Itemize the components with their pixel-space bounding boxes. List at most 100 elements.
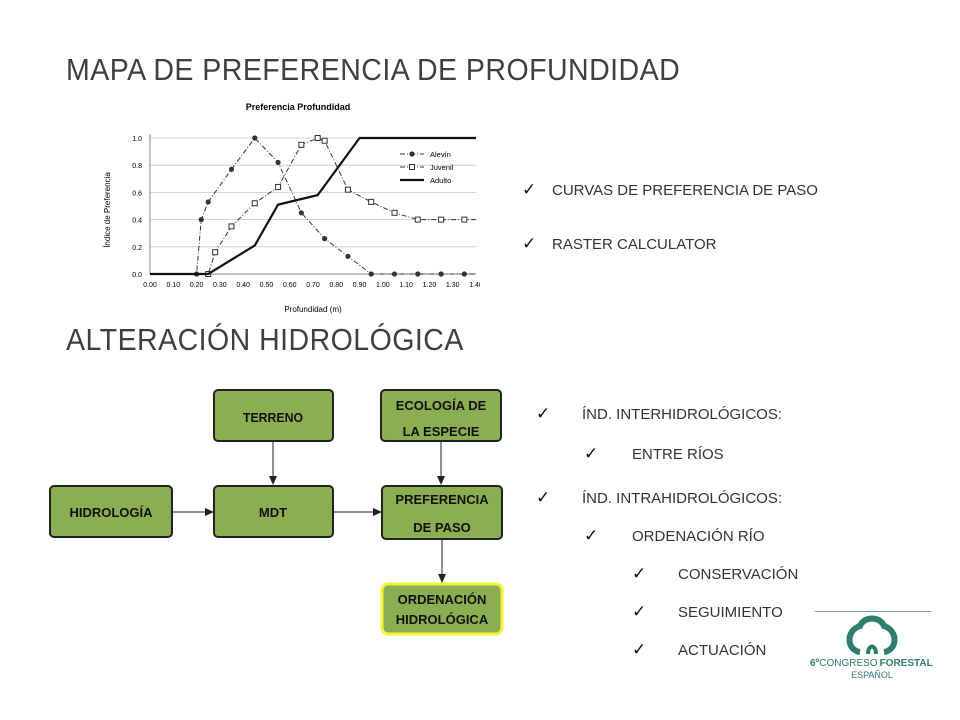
bullet-intrahidrologicos: ✓ ÍND. INTRAHIDROLÓGICOS: (536, 488, 782, 508)
legend-label: Juvenil (430, 163, 454, 172)
y-tick-label: 1.0 (132, 136, 142, 143)
bullet-text: SEGUIMIENTO (678, 603, 783, 621)
data-point-alevin (438, 271, 444, 277)
x-tick-label: 0.20 (190, 282, 204, 289)
x-axis-label: Profundidad (m) (284, 305, 342, 314)
logo-forestal: FORESTAL (880, 658, 933, 669)
bullet-ordenacion-rio: ✓ ORDENACIÓN RÍO (584, 526, 765, 546)
x-tick-label: 0.10 (166, 282, 180, 289)
data-point-alevin (391, 271, 398, 277)
data-point-juvenil (314, 135, 321, 141)
bullet-actuacion: ✓ ACTUACIÓN (632, 640, 766, 660)
depth-preference-chart: Preferencia Profundidad 0.00 0.10 0.20 0.30… (103, 102, 480, 314)
y-tick-label: 0.4 (132, 218, 142, 225)
data-point-alevin (345, 253, 351, 259)
node-ordenacion-hidrologica: ORDENACIÓN HIDROLÓGICA (380, 582, 504, 636)
data-point-juvenil (228, 223, 235, 230)
flowchart: TERRENO ECOLOGÍA DE LA ESPECIE HIDROLOGÍ… (49, 389, 504, 636)
node-ecologia-label-1: ECOLOGÍA DE (396, 398, 487, 413)
bullet-text: ÍND. INTERHIDROLÓGICOS: (582, 405, 783, 423)
node-preferencia-paso: PREFERENCIA DE PASO (381, 485, 503, 540)
data-point-juvenil (461, 216, 468, 223)
data-point-alevin (409, 151, 415, 157)
node-hidrologia-label: HIDROLOGÍA (69, 505, 153, 520)
data-point-alevin (461, 271, 467, 277)
y-axis-label: Índice de Preferencia (103, 172, 112, 248)
checkmark-icon: ✓ (632, 640, 647, 659)
bullet-entre-rios: ✓ ENTRE RÍOS (584, 444, 724, 464)
x-tick-label: 0.30 (213, 282, 227, 289)
checkmark-icon: ✓ (584, 444, 599, 463)
node-preferencia-label-2: DE PASO (413, 520, 471, 535)
x-tick-label: 1.40 (469, 282, 480, 289)
data-point-alevin (205, 199, 211, 205)
data-point-juvenil (438, 216, 445, 223)
bullet-seguimiento: ✓ SEGUIMIENTO (632, 602, 783, 622)
data-point-juvenil (414, 216, 421, 223)
y-tick-label: 0.8 (132, 163, 142, 170)
data-point-juvenil (368, 198, 375, 205)
node-terreno-label: TERRENO (243, 410, 303, 425)
x-tick-label: 1.30 (446, 282, 460, 289)
logo-congreso: CONGRESO (819, 658, 878, 669)
y-tick-label: 0.6 (132, 190, 142, 197)
chart-series (150, 135, 476, 277)
data-point-juvenil (298, 141, 305, 148)
data-point-juvenil (344, 186, 351, 193)
legend-label: Alevín (430, 150, 451, 159)
node-mdt-label: MDT (259, 505, 287, 520)
x-tick-label: 1.10 (399, 282, 413, 289)
x-tick-label: 0.80 (329, 282, 343, 289)
data-point-alevin (198, 217, 204, 223)
node-ordenacion-label-1: ORDENACIÓN (398, 592, 487, 607)
bullet-text: ORDENACIÓN RÍO (632, 527, 765, 545)
data-point-alevin (368, 271, 374, 277)
chart-axes (149, 134, 476, 275)
x-tick-label: 0.00 (143, 282, 157, 289)
checkmark-icon: ✓ (632, 564, 647, 583)
bullet-text: CONSERVACIÓN (678, 565, 799, 583)
y-tick-label: 0.0 (132, 272, 142, 279)
data-point-alevin (298, 210, 304, 216)
data-point-juvenil (251, 200, 258, 207)
checkmark-icon: ✓ (536, 404, 551, 423)
x-tick-label: 0.40 (236, 282, 250, 289)
legend-label: Adulto (430, 176, 451, 185)
chart-grid (150, 137, 476, 275)
series-line-2 (150, 136, 476, 276)
node-hidrologia: HIDROLOGÍA (49, 485, 173, 538)
bullet-text: ÍND. INTRAHIDROLÓGICOS: (582, 489, 783, 507)
node-mdt: MDT (213, 485, 334, 538)
data-point-alevin (322, 236, 328, 242)
title-hydrologic-alteration: ALTERACIÓN HIDROLÓGICA (66, 322, 464, 357)
flow-arrows (172, 441, 446, 583)
tree-emblem-icon (846, 615, 898, 655)
x-tick-label: 1.00 (376, 282, 390, 289)
data-point-alevin (228, 166, 235, 172)
checkmark-icon: ✓ (522, 234, 537, 253)
x-tick-label: 0.90 (353, 282, 367, 289)
node-terreno: TERRENO (213, 389, 334, 442)
bullet-preference-curves: ✓ CURVAS DE PREFERENCIA DE PASO (522, 180, 818, 200)
checkmark-icon: ✓ (522, 180, 537, 199)
node-preferencia-label-1: PREFERENCIA (395, 492, 489, 507)
x-tick-labels: 0.00 0.10 0.20 0.30 0.40 0.50 0.60 0.70 0.80 0.90… (143, 282, 480, 289)
data-point-juvenil (391, 209, 398, 216)
bullet-raster-calculator: ✓ RASTER CALCULATOR (522, 234, 716, 254)
checkmark-icon: ✓ (536, 488, 551, 507)
x-tick-label: 0.50 (260, 282, 274, 289)
data-point-juvenil (275, 183, 282, 190)
bullet-conservacion: ✓ CONSERVACIÓN (632, 564, 798, 584)
bullet-text: ACTUACIÓN (678, 641, 767, 659)
x-tick-label: 0.60 (283, 282, 297, 289)
x-tick-label: 1.20 (423, 282, 437, 289)
checkmark-icon: ✓ (632, 602, 647, 621)
x-tick-label: 0.70 (306, 282, 320, 289)
chart-title: Preferencia Profundidad (246, 102, 351, 112)
data-point-juvenil (321, 137, 328, 144)
data-point-juvenil (409, 164, 415, 170)
divider-line (815, 611, 931, 612)
